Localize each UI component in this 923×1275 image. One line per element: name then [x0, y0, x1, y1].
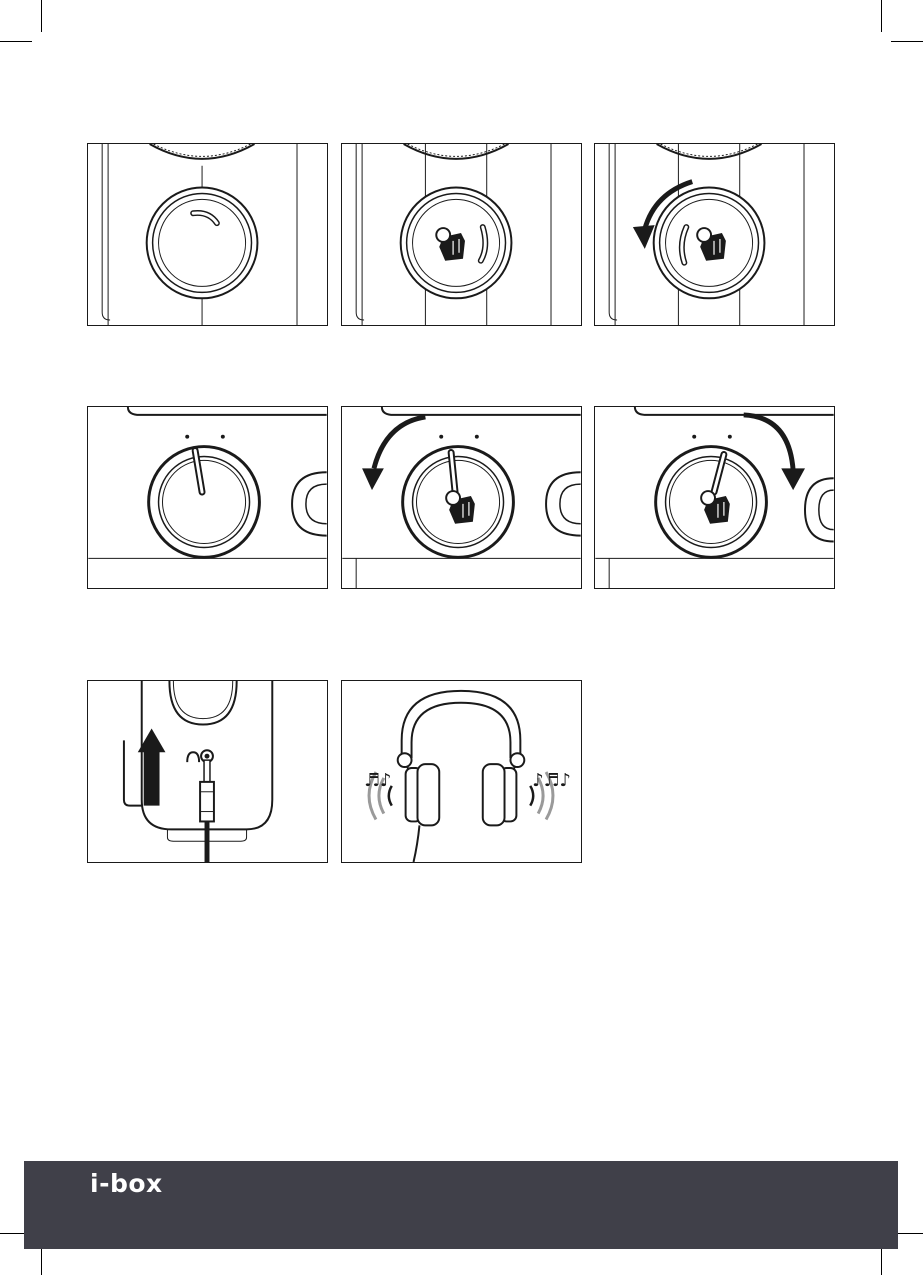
footer-band: i-box	[24, 1161, 898, 1249]
illustration-plug-headphone-jack	[87, 680, 328, 863]
illustration-selector-knob	[87, 406, 328, 589]
svg-text:♬♪: ♬♪	[364, 770, 391, 791]
illustration-turn-selector-right	[594, 406, 835, 589]
illustration-rotate-knob	[594, 143, 835, 326]
illustration-press-knob	[341, 143, 582, 326]
illustration-turn-selector-left	[341, 406, 582, 589]
brand-logo: i-box	[90, 1169, 163, 1198]
svg-text:♪♬♪: ♪♬♪	[532, 770, 571, 791]
illustration-headphones: ♬♪ ♪♬♪	[341, 680, 582, 863]
illustration-volume-knob	[87, 143, 328, 326]
